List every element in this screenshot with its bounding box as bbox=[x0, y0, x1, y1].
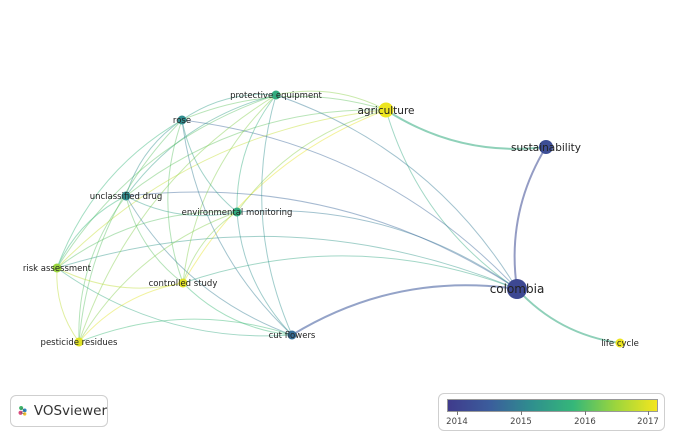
node-label-agriculture[interactable]: agriculture bbox=[358, 105, 415, 117]
link-protective-cutflowers bbox=[261, 94, 293, 336]
node-rose[interactable] bbox=[177, 115, 187, 125]
legend-tick-label-2017: 2017 bbox=[637, 417, 659, 427]
links-layer bbox=[56, 90, 621, 344]
node-controlled[interactable] bbox=[178, 278, 188, 288]
node-pesticide[interactable] bbox=[74, 337, 84, 347]
legend-tick-label-2014: 2014 bbox=[446, 417, 468, 427]
node-sustainability[interactable] bbox=[539, 140, 553, 154]
node-label-unclassified[interactable]: unclassified drug bbox=[90, 192, 163, 202]
link-envmon-cutflowers bbox=[236, 211, 293, 336]
link-agriculture-unclassified bbox=[125, 109, 387, 197]
link-envmon-pesticide bbox=[78, 211, 238, 343]
node-envmon[interactable] bbox=[232, 207, 242, 217]
link-colombia-envmon bbox=[236, 210, 518, 290]
vosviewer-logo-icon bbox=[18, 405, 27, 416]
node-protective[interactable] bbox=[271, 90, 281, 100]
link-protective-pesticide bbox=[78, 94, 277, 343]
vosviewer-logo-text: VOSviewer bbox=[33, 403, 107, 419]
node-label-controlled[interactable]: controlled study bbox=[149, 279, 218, 289]
labels-layer: agriculture protective equipment rose susta… bbox=[23, 91, 639, 349]
legend-tick bbox=[521, 411, 522, 415]
legend-tick-label-2015: 2015 bbox=[510, 417, 532, 427]
link-risk-cutflowers bbox=[56, 267, 293, 337]
link-unclassified-controlled bbox=[125, 195, 184, 284]
node-lifecycle[interactable] bbox=[615, 338, 625, 348]
link-protective-rose bbox=[181, 93, 277, 121]
link-protective-controlled bbox=[182, 94, 277, 284]
link-colombia-unclassified bbox=[125, 191, 518, 290]
node-colombia[interactable] bbox=[507, 279, 527, 299]
node-label-pesticide[interactable]: pesticide residues bbox=[41, 338, 118, 348]
link-controlled-pesticide bbox=[78, 282, 184, 343]
node-label-envmon[interactable]: environmental monitoring bbox=[182, 208, 293, 218]
link-rose-risk bbox=[56, 119, 183, 269]
link-colombia-lifecycle bbox=[516, 288, 621, 344]
link-agriculture-sustainability bbox=[385, 109, 547, 150]
link-rose-pesticide bbox=[78, 119, 183, 343]
link-colombia-rose bbox=[181, 119, 518, 290]
link-unclassified-envmon bbox=[125, 195, 238, 217]
nodes-layer bbox=[52, 90, 625, 348]
link-protective-envmon bbox=[236, 94, 277, 213]
legend-tick-label-2016: 2016 bbox=[574, 417, 596, 427]
link-unclassified-cutflowers bbox=[125, 195, 293, 336]
link-colombia-risk bbox=[56, 235, 518, 290]
color-legend: 2014 2015 2016 2017 bbox=[438, 393, 665, 431]
link-controlled-cutflowers bbox=[182, 282, 293, 336]
node-label-sustainability[interactable]: sustainability bbox=[511, 142, 581, 154]
link-colombia-cutflowers bbox=[291, 284, 518, 336]
legend-tick bbox=[585, 411, 586, 415]
link-colombia-controlled bbox=[182, 255, 518, 290]
node-label-rose[interactable]: rose bbox=[173, 116, 191, 126]
node-risk[interactable] bbox=[52, 263, 62, 273]
link-unclassified-pesticide bbox=[78, 195, 127, 343]
link-agriculture-protective bbox=[275, 90, 387, 111]
link-agriculture-rose bbox=[181, 95, 387, 121]
node-label-risk[interactable]: risk assessment bbox=[23, 264, 92, 274]
link-protective-unclassified bbox=[125, 94, 277, 197]
legend-gradient-bar bbox=[447, 399, 658, 412]
link-agriculture-risk bbox=[56, 109, 387, 269]
node-label-protective[interactable]: protective equipment bbox=[230, 91, 322, 101]
legend-tick bbox=[457, 411, 458, 415]
node-unclassified[interactable] bbox=[121, 191, 131, 201]
link-protective-risk bbox=[56, 94, 277, 269]
link-rose-unclassified bbox=[125, 119, 183, 197]
link-colombia-protective bbox=[275, 94, 518, 290]
link-agriculture-envmon bbox=[236, 109, 387, 213]
link-agriculture-controlled bbox=[182, 109, 387, 284]
vosviewer-logo[interactable]: VOSviewer bbox=[10, 395, 108, 427]
link-risk-pesticide bbox=[56, 267, 80, 343]
node-label-lifecycle[interactable]: life cycle bbox=[601, 339, 639, 349]
node-label-cutflowers[interactable]: cut flowers bbox=[269, 331, 316, 341]
link-envmon-risk bbox=[56, 211, 238, 269]
link-rose-cutflowers bbox=[181, 119, 293, 336]
link-envmon-controlled bbox=[182, 211, 238, 284]
link-agriculture-colombia bbox=[385, 109, 518, 290]
node-agriculture[interactable] bbox=[378, 102, 394, 118]
link-sustainability-colombia bbox=[513, 146, 547, 290]
legend-tick bbox=[648, 411, 649, 415]
node-cutflowers[interactable] bbox=[287, 330, 297, 340]
link-rose-controlled bbox=[167, 119, 184, 284]
node-label-colombia[interactable]: colombia bbox=[490, 282, 545, 296]
link-rose-envmon bbox=[181, 119, 238, 213]
link-unclassified-risk bbox=[56, 195, 127, 269]
link-risk-controlled bbox=[56, 267, 184, 289]
link-cutflowers-pesticide bbox=[78, 318, 293, 343]
